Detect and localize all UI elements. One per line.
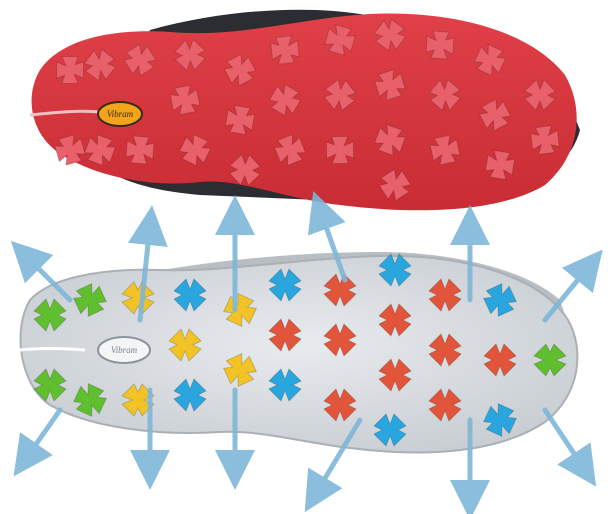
vibram-logo-text-upper: Vibram: [107, 109, 134, 119]
arch-groove-line: [20, 349, 85, 351]
direction-arrow: [545, 265, 590, 320]
lower-coded-outsole: Vibram: [20, 210, 590, 500]
upper-vibram-logo: Vibram: [98, 102, 142, 126]
upper-red-outsole: Vibram: [30, 10, 580, 211]
vibram-logo-text-lower: Vibram: [111, 345, 138, 355]
lower-vibram-logo: Vibram: [98, 337, 150, 363]
direction-arrow: [545, 410, 585, 470]
direction-arrow: [25, 410, 60, 460]
